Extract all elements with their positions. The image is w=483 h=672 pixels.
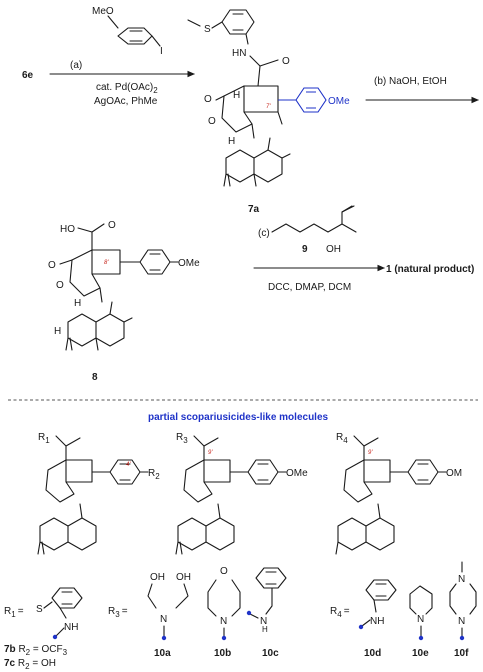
8-stereo-label: 8' <box>104 260 109 266</box>
7a-stereo-label: 7' <box>266 104 271 110</box>
7a-anisyl-ring <box>295 87 327 113</box>
conditions-line-2: AgOAc, PhMe <box>94 96 158 107</box>
7a-ome-label: OMe <box>328 96 350 107</box>
core3-ome-label: OM <box>446 468 462 479</box>
8-o-ring-label: O <box>56 280 64 291</box>
entry-10a: 10a <box>154 648 171 659</box>
compound-8-label: 8 <box>92 372 98 383</box>
reaction-1: 6e MeO I (a) cat. Pd(OAc)2 AgOAc, PhMe S… <box>22 6 480 215</box>
reagent-iodine-label: I <box>160 46 163 57</box>
core1-r-label: R1 <box>38 432 50 445</box>
core3-stereo-label: 9' <box>368 450 373 456</box>
alcohol-9-structure: OH 9 <box>271 205 357 255</box>
8-h1-label: H <box>74 298 81 309</box>
r3-10a-dot <box>161 635 167 641</box>
8-ome-label: OMe <box>178 258 200 269</box>
7a-lactone-o2: O <box>208 116 216 127</box>
r3-10a-oh2: OH <box>176 572 191 583</box>
8-o-top-label: O <box>108 220 116 231</box>
r1-definition: R1= S NH <box>4 587 83 640</box>
core2-ome-label: OMe <box>286 468 308 479</box>
compound-7a-label: 7a <box>248 204 260 215</box>
core2-r-label: R3 <box>176 432 188 445</box>
7a-amide-o-label: O <box>282 56 290 67</box>
r3-10a-oh1: OH <box>150 572 165 583</box>
r3-def-label: R3= <box>108 606 128 619</box>
reagent-meo-label: MeO <box>92 6 114 17</box>
entry-10b: 10b <box>214 648 231 659</box>
entry-7c: 7c R2 = OH <box>4 658 56 671</box>
8-decalin <box>65 301 133 351</box>
7a-h1-label: H <box>233 90 240 101</box>
compound-8-structure: HO O O O 8' OMe H <box>48 220 200 383</box>
core3-r-label: R4 <box>336 432 348 445</box>
8-h2-label: H <box>54 326 61 337</box>
step-b-label: (b) NaOH, EtOH <box>374 76 447 87</box>
analog-core-1: R1 4' R2 <box>37 432 160 555</box>
alcohol-9-label: 9 <box>302 244 308 255</box>
8-anisyl-ring <box>139 249 171 275</box>
reagent-benzene-ring <box>117 27 153 45</box>
r1-attachment-dot <box>52 634 58 640</box>
r3-10b-n: N <box>220 616 227 627</box>
7a-lactone-o1: O <box>204 94 212 105</box>
r3-10c-n: N <box>260 616 267 627</box>
core1-r2-label: R2 <box>148 468 160 481</box>
entry-10f: 10f <box>454 648 469 659</box>
natural-product-label: 1 (natural product) <box>386 264 474 275</box>
core1-stereo-label: 4' <box>126 462 131 468</box>
entry-10e: 10e <box>412 648 429 659</box>
r3-definition: R3= OH OH N O N N H <box>108 566 287 641</box>
r3-10c-dot <box>246 610 252 616</box>
entry-7b: 7b R2 = OCF3 <box>4 644 68 657</box>
r4-definition: R4= NH N N N <box>330 561 477 641</box>
r4-10f-dot <box>459 635 465 641</box>
compound-7a-structure: S HN O O O H 7' OMe <box>187 9 350 215</box>
conditions-line-1: cat. Pd(OAc)2 <box>96 82 158 95</box>
r1-nh-label: NH <box>64 622 78 633</box>
7a-s-label: S <box>204 24 211 35</box>
analog-core-2: R3 9' OMe <box>175 432 308 555</box>
r4-10d-dot <box>358 624 364 630</box>
r4-10f-n-bottom: N <box>458 616 465 627</box>
reaction-2: HO O O O 8' OMe H <box>48 205 474 383</box>
r4-10e-dot <box>418 635 424 641</box>
r3-10a-n: N <box>160 614 167 625</box>
r4-10e-n: N <box>417 614 424 625</box>
entry-10c: 10c <box>262 648 279 659</box>
8-ho-label: HO <box>60 224 75 235</box>
analog-core-3: R4 9' OM <box>335 432 462 555</box>
7a-decalin <box>223 137 291 187</box>
r3-10c-h: H <box>262 625 268 634</box>
core2-stereo-label: 9' <box>208 450 213 456</box>
step-c-label: (c) <box>258 228 270 239</box>
start-compound-label: 6e <box>22 70 34 81</box>
r1-s-label: S <box>36 604 43 615</box>
analogs-section: partial scopariusicides-like molecules R… <box>4 412 477 671</box>
7a-hn-label: HN <box>232 48 246 59</box>
r4-10f-n-top: N <box>458 574 465 585</box>
8-o-lactone-label: O <box>48 260 56 271</box>
reagent-iodoanisole: MeO I <box>92 6 163 57</box>
r4-def-label: R4= <box>330 606 350 619</box>
r1-def-label: R1= <box>4 606 24 619</box>
step-c-conditions: DCC, DMAP, DCM <box>268 282 351 293</box>
r4-10d-nh: NH <box>370 616 384 627</box>
7a-h2-label: H <box>228 136 235 147</box>
entry-10d: 10d <box>364 648 381 659</box>
r3-10b-dot <box>221 635 227 641</box>
step-a-label: (a) <box>70 60 82 71</box>
r3-10b-o: O <box>220 566 228 577</box>
analogs-heading: partial scopariusicides-like molecules <box>148 412 329 423</box>
alcohol-9-oh-label: OH <box>326 244 341 255</box>
